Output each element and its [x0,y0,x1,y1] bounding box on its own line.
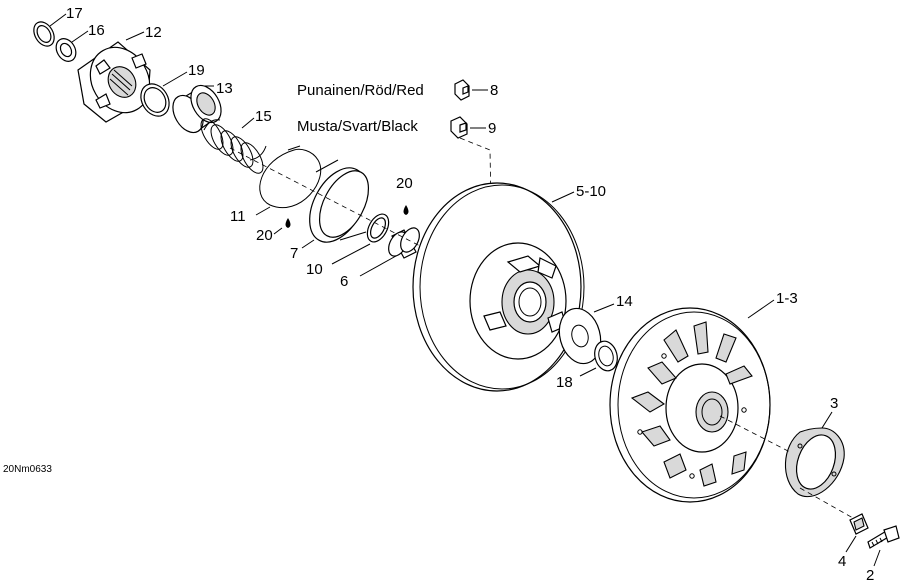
axis-line-lower [719,415,861,523]
part-6-bushing [388,227,420,259]
callout-4: 4 [838,553,846,570]
callout-2: 2 [866,567,874,584]
callout-16: 16 [88,22,105,39]
part-13-bearing [172,84,222,134]
part-20-grease-drop-b [403,205,409,215]
callout-11: 11 [230,208,246,225]
part-20-grease-drop-a [285,218,291,228]
part-14-washer [558,307,602,365]
part-7-cover-ring [309,159,370,243]
part-9-slider-black [450,116,468,139]
part-12-cam [77,41,151,123]
callout-7: 7 [290,245,298,262]
part-3-cover-plate [784,427,845,498]
part-15-spring [200,118,267,174]
color-label-black: Musta/Svart/Black [297,118,418,135]
color-label-red: Punainen/Röd/Red [297,82,424,99]
part-4-clip [849,513,869,535]
callout-19: 19 [188,62,205,79]
part-10-ring [366,213,390,243]
callout-9: 9 [488,120,496,137]
part-1-3-fixed-sheave [609,307,771,503]
part-5-10-sliding-sheave [412,182,585,392]
part-17-snap-ring [33,21,55,47]
callout-14: 14 [616,293,633,310]
part-16-washer [55,38,77,62]
callout-1-3: 1-3 [776,290,798,307]
drawing-code: 20Nm0633 [3,464,52,475]
callout-18: 18 [556,374,573,391]
callout-6: 6 [340,273,348,290]
callout-8: 8 [490,82,498,99]
callout-20a: 20 [256,227,273,244]
callout-10: 10 [306,261,323,278]
part-18-ring [594,340,618,372]
callout-5-10: 5-10 [576,183,606,200]
callout-20b: 20 [396,175,413,192]
part-11-retaining-ring [259,145,322,208]
callout-15: 15 [255,108,272,125]
callout-12: 12 [145,24,162,41]
callout-3: 3 [830,395,838,412]
part-8-slider-red [454,79,470,101]
callout-17: 17 [66,5,83,22]
callout-13: 13 [216,80,233,97]
part-19-ring [140,83,170,117]
part-2-bolt [867,525,900,549]
